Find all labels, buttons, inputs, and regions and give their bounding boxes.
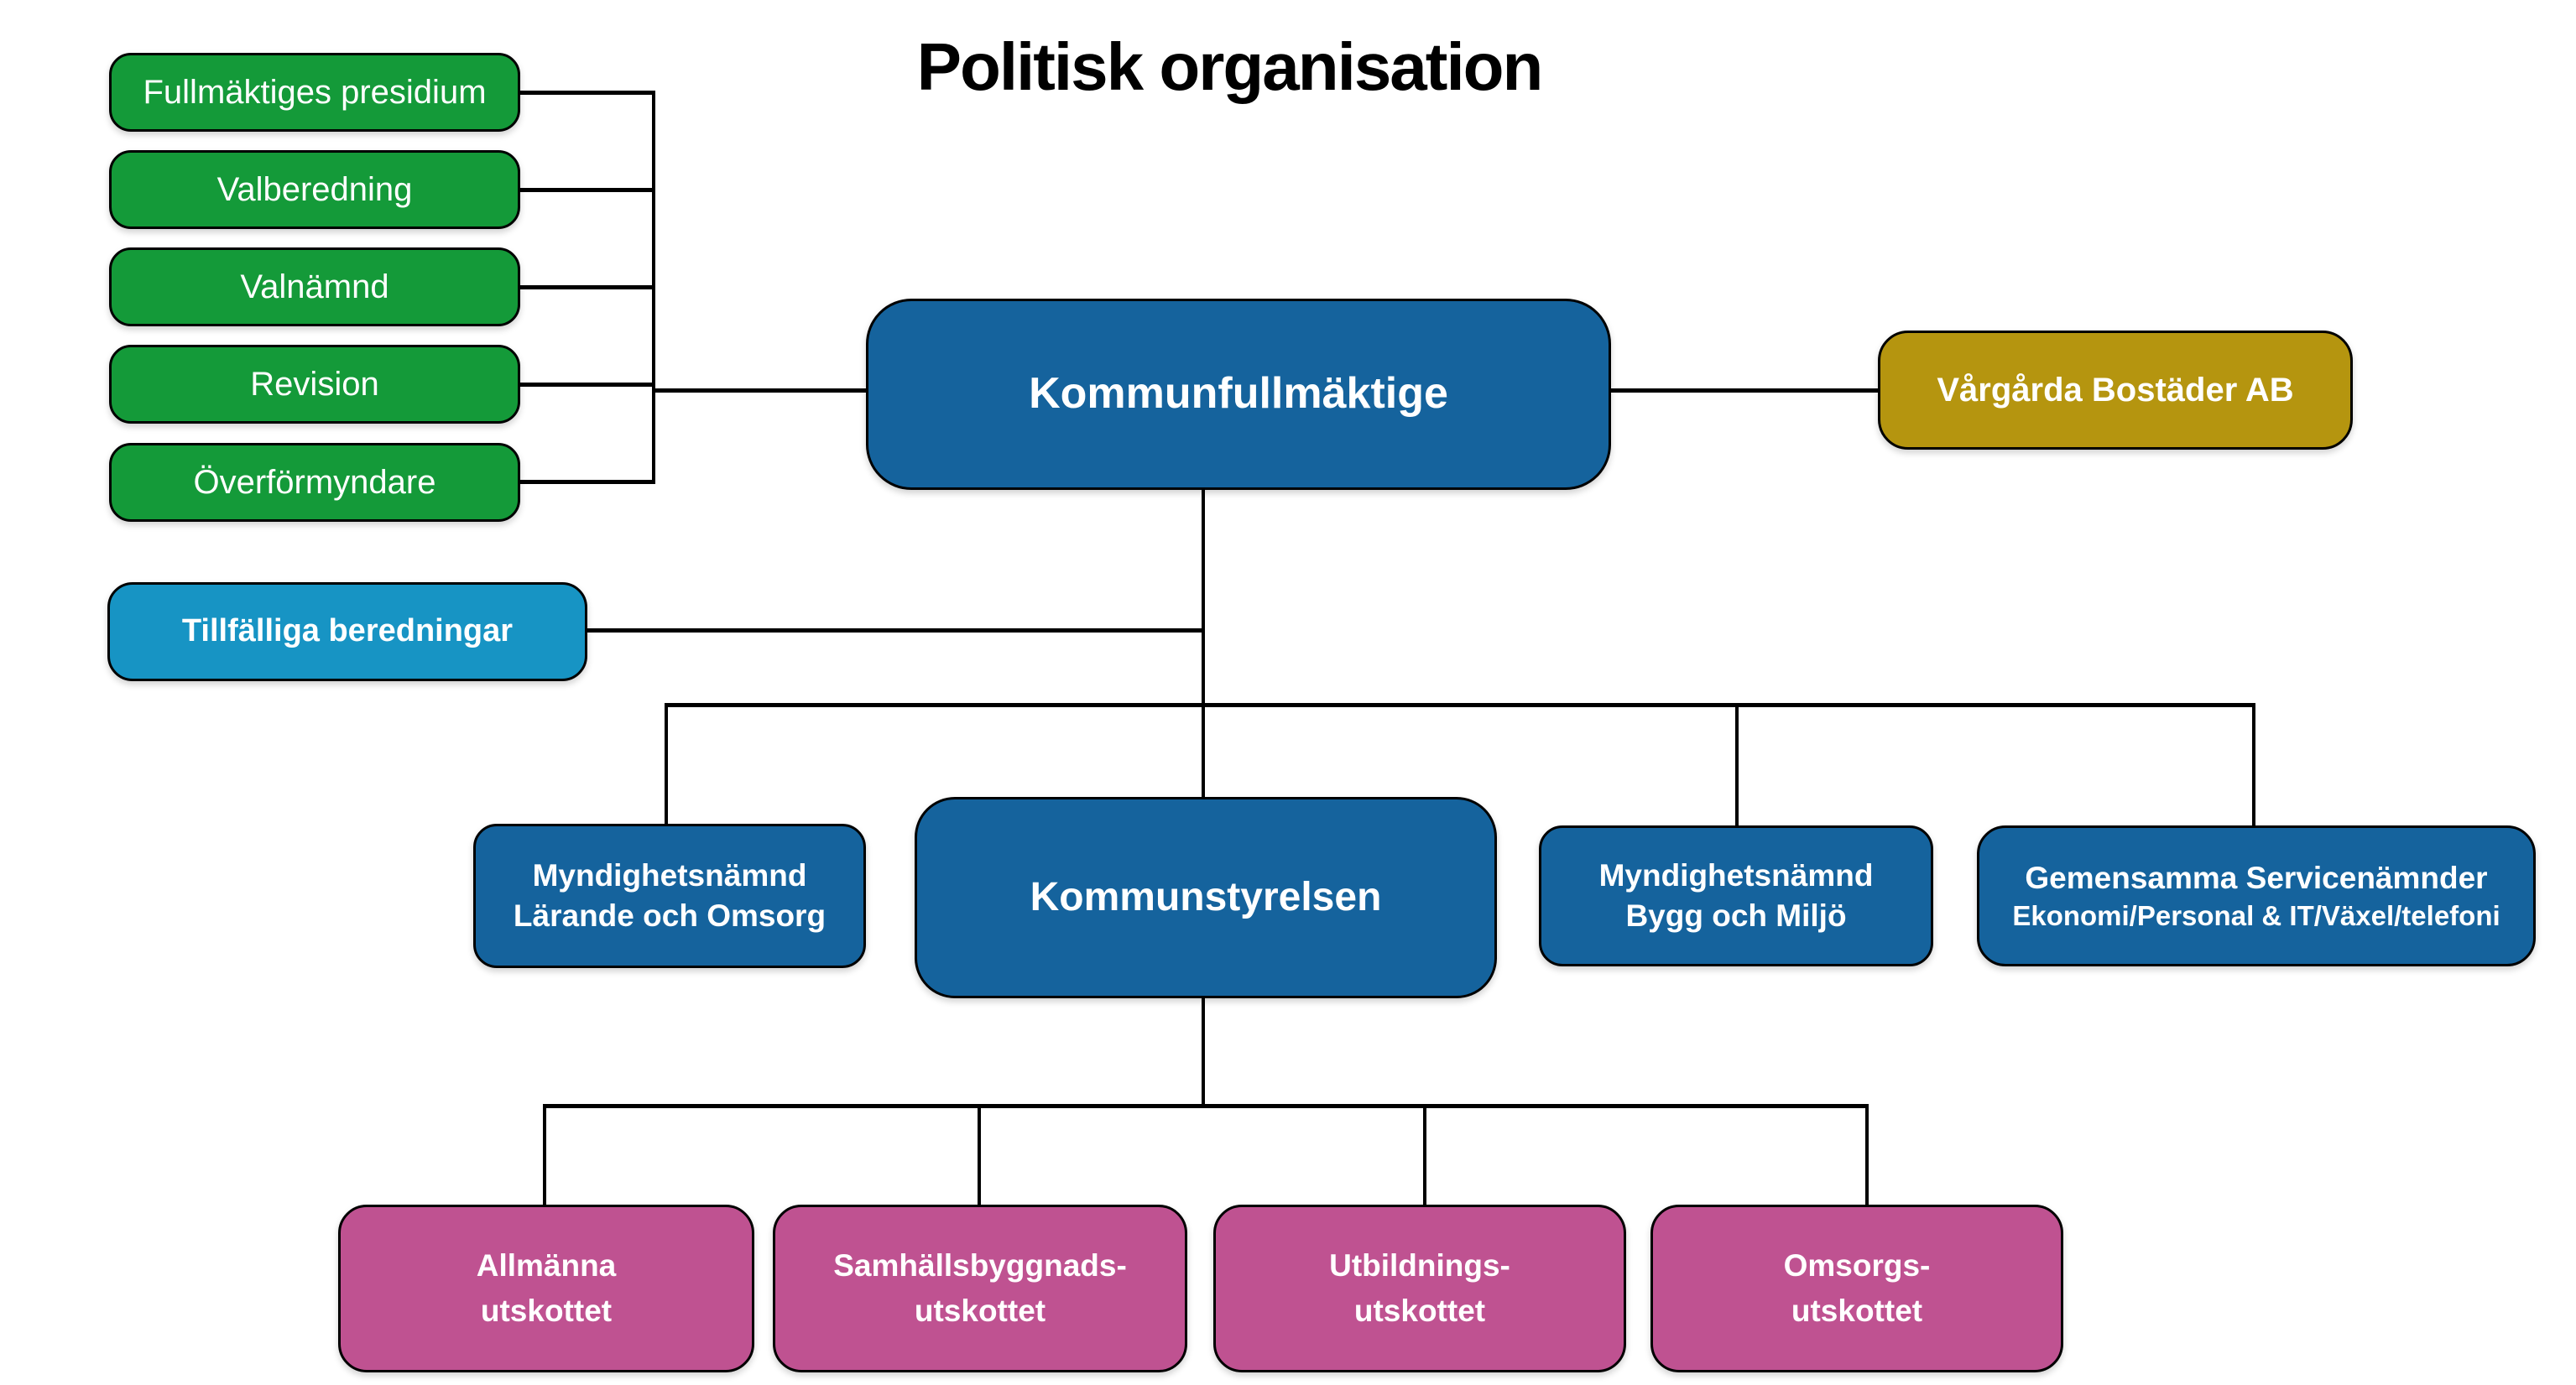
drop-allmanna [543,1106,546,1208]
connector-revision [516,383,655,387]
node-label-line1: Allmänna [476,1248,617,1283]
node-label: Överförmyndare [193,464,436,501]
node-label-line1: Samhällsbyggnads- [833,1248,1127,1283]
node-utbildningsutskottet: Utbildnings- utskottet [1213,1205,1626,1372]
spine-fullmaktige-organs [652,91,655,484]
distribution-line-boards [665,703,2255,707]
node-label: Revision [250,366,379,403]
drop-utbildnings [1423,1106,1426,1208]
node-vargarda-bostader-ab: Vårgårda Bostäder AB [1878,331,2353,450]
drop-bygg-miljo [1735,705,1739,829]
node-overformyndare: Överförmyndare [109,443,520,522]
node-label-line2: utskottet [1791,1294,1923,1328]
drop-servicenamnder [2252,705,2255,830]
connector-valnamnd [516,285,655,289]
node-myndighetsnamnd-larande-omsorg: Myndighetsnämnd Lärande och Omsorg [473,824,866,968]
node-label-line1: Myndighetsnämnd [532,857,807,893]
drop-samhallsbyggnads [978,1106,981,1208]
node-label: Tillfälliga beredningar [181,613,514,649]
connector-valberedning [516,188,655,192]
node-label-line1: Omsorgs- [1783,1248,1931,1283]
node-label-line2: utskottet [480,1294,613,1328]
node-valberedning: Valberedning [109,150,520,229]
connector-council-to-company [1607,388,1880,393]
node-label-line2: Lärande och Omsorg [513,898,827,933]
connector-temporary-committees [583,628,1203,633]
node-tillfalliga-beredningar: Tillfälliga beredningar [107,582,587,681]
connector-executive-down [1202,997,1205,1107]
connector-spine-to-council [652,388,868,393]
node-label-line2: utskottet [1353,1294,1486,1328]
node-label: Fullmäktiges presidium [143,74,487,111]
node-label: Kommunfullmäktige [1029,369,1448,419]
connector-overformyndare [516,480,655,484]
node-label-line2: Bygg och Miljö [1625,898,1847,933]
node-label: Vårgårda Bostäder AB [1937,372,2294,409]
connector-fullmaktiges-presidium [516,91,655,95]
drop-larande-omsorg [665,705,668,827]
node-myndighetsnamnd-bygg-miljo: Myndighetsnämnd Bygg och Miljö [1539,825,1933,966]
connector-council-down [1202,487,1205,801]
node-allmanna-utskottet: Allmänna utskottet [338,1205,754,1372]
node-omsorgsutskottet: Omsorgs- utskottet [1650,1205,2063,1372]
distribution-line-committees [543,1104,1869,1108]
node-label-line2: utskottet [914,1294,1046,1328]
node-kommunfullmaktige: Kommunfullmäktige [866,299,1611,490]
node-valnamnd: Valnämnd [109,247,520,326]
node-label-line1: Utbildnings- [1329,1248,1510,1283]
page-title: Politisk organisation [916,29,1544,104]
drop-omsorgs [1865,1106,1869,1208]
node-fullmaktiges-presidium: Fullmäktiges presidium [109,53,520,132]
node-samhallsbyggnadsutskottet: Samhällsbyggnads- utskottet [773,1205,1187,1372]
node-label: Valnämnd [240,268,389,305]
node-label-line2: Ekonomi/Personal & IT/Växel/telefoni [2012,899,2500,931]
node-revision: Revision [109,345,520,424]
node-label: Kommunstyrelsen [1030,874,1382,919]
node-label-line1: Gemensamma Servicenämnder [2025,860,2488,895]
node-label-line1: Myndighetsnämnd [1598,857,1874,893]
node-gemensamma-servicenamnder: Gemensamma Servicenämnder Ekonomi/Person… [1977,825,2536,966]
node-kommunstyrelsen: Kommunstyrelsen [915,797,1497,998]
node-label: Valberedning [216,171,413,208]
